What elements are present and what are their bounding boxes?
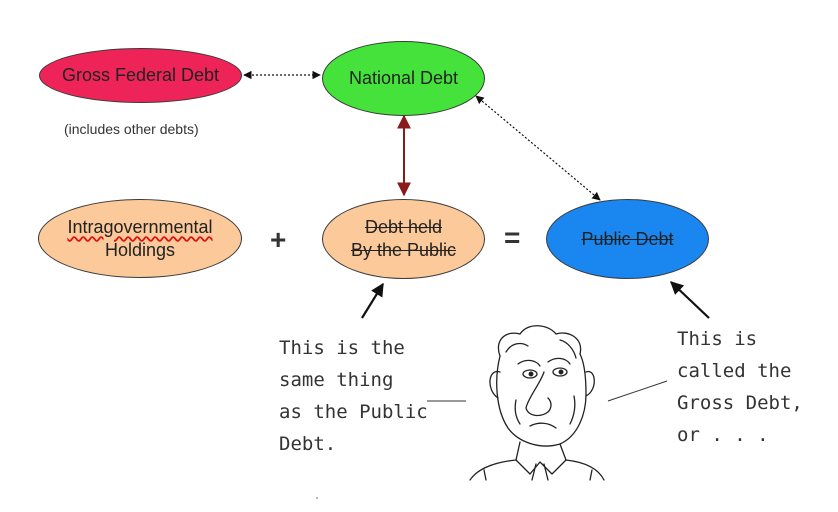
right-speech-line: [607, 380, 668, 402]
gross-federal-debt-note: (includes other debts): [64, 121, 199, 137]
left-note-pointer: [361, 282, 384, 319]
public-debt-node: Public Debt: [546, 199, 709, 279]
gross-federal-debt-label: Gross Federal Debt: [61, 65, 220, 85]
national-debt-node: National Debt: [322, 41, 485, 116]
left-note-text: This is the same thing as the Public Deb…: [279, 337, 428, 455]
debt-held-label-line2: By the Public: [350, 240, 457, 260]
stray-dot: [316, 497, 318, 499]
national-debt-label: National Debt: [348, 68, 459, 88]
man-face-illustration: [469, 325, 605, 481]
intragovernmental-label-line2: Holdings: [104, 239, 176, 260]
public-debt-label: Public Debt: [581, 228, 674, 249]
intragovernmental-label-line1: Intragovernmental: [67, 216, 213, 237]
national-public-arrow: [475, 95, 601, 201]
plus-operator: +: [270, 224, 287, 255]
intragovernmental-node: Intragovernmental Holdings: [38, 199, 242, 278]
debt-held-label-line1: Debt held: [364, 217, 443, 237]
equals-operator: =: [504, 222, 521, 253]
right-note-pointer: [670, 281, 710, 319]
gross-federal-debt-node: Gross Federal Debt: [39, 48, 242, 103]
right-note-text: This is called the Gross Debt, or . . .: [677, 328, 803, 446]
debt-held-public-node: Debt held By the Public: [322, 199, 485, 279]
